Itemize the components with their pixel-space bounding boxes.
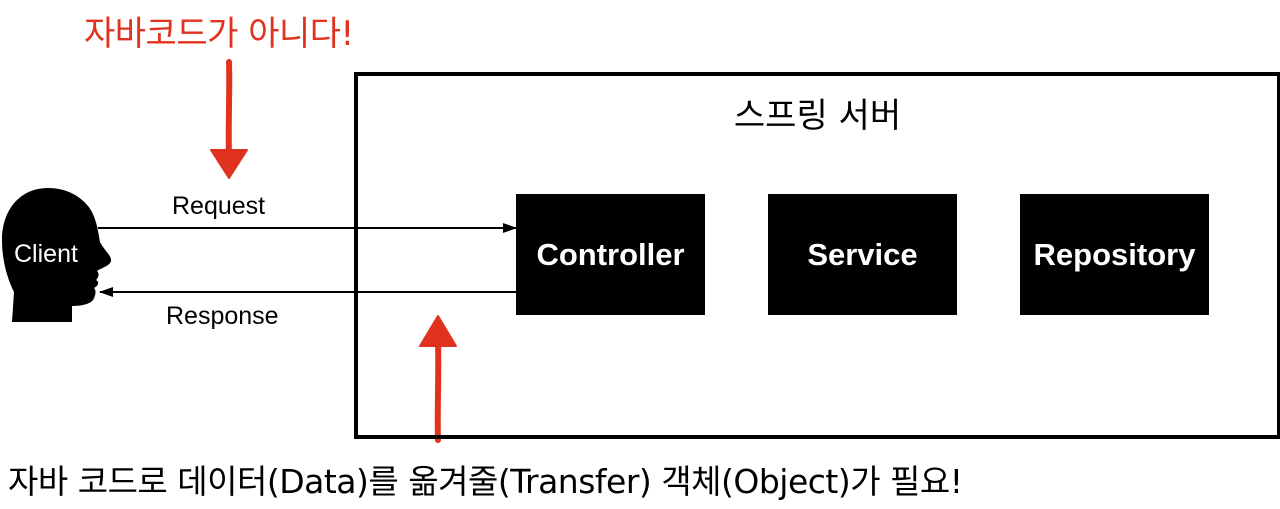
service-box: Service	[768, 194, 957, 315]
client-head-icon	[2, 188, 112, 322]
client-label: Client	[14, 240, 78, 268]
controller-box: Controller	[516, 194, 705, 315]
red-down-arrow	[210, 59, 248, 179]
spring-server-frame	[354, 72, 1280, 439]
response-label: Response	[166, 302, 279, 330]
repository-box: Repository	[1020, 194, 1209, 315]
spring-server-title: 스프링 서버	[733, 96, 902, 136]
request-label: Request	[172, 192, 266, 220]
top-annotation: 자바코드가 아니다!	[84, 14, 354, 54]
bottom-annotation: 자바 코드로 데이터(Data)를 옮겨줄(Transfer) 객체(Objec…	[8, 462, 963, 501]
red-up-arrow	[419, 315, 457, 443]
